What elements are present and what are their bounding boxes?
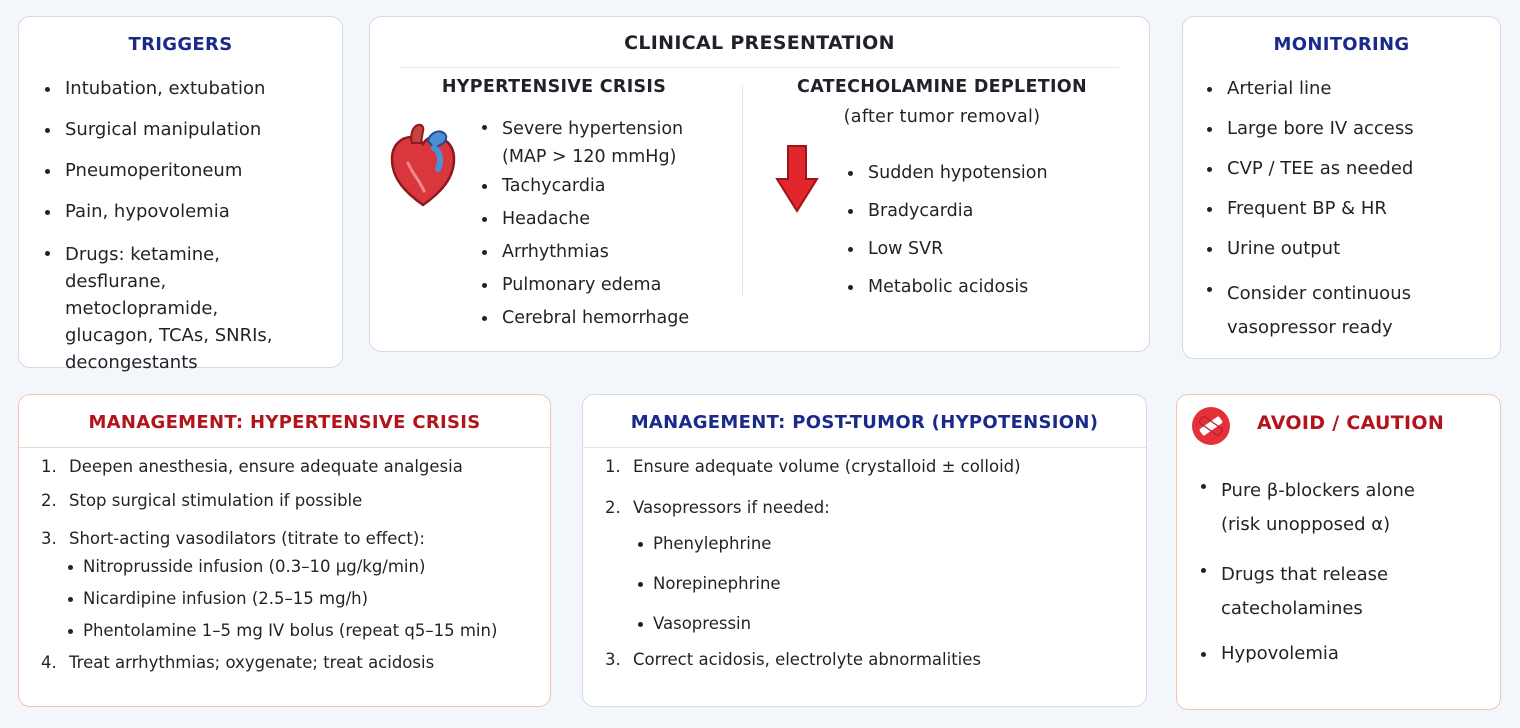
list-item: Large bore IV access: [1203, 117, 1493, 141]
avoid-list: Pure β-blockers alone (risk unopposed α)…: [1197, 474, 1487, 666]
catecholamine-depletion-subtitle: (after tumor removal): [843, 107, 1041, 127]
list-item: Consider continuous vasopressor ready: [1203, 277, 1443, 345]
list-item: Phentolamine 1–5 mg IV bolus (repeat q5–…: [63, 620, 546, 642]
management-crisis-panel: MANAGEMENT: HYPERTENSIVE CRISIS 1. Deepe…: [18, 394, 551, 707]
list-item: Urine output: [1203, 237, 1493, 261]
list-item: 1. Deepen anesthesia, ensure adequate an…: [41, 456, 546, 478]
triggers-title: TRIGGERS: [128, 34, 233, 55]
step-number: 3.: [41, 529, 57, 548]
list-item: 1. Ensure adequate volume (crystalloid ±…: [605, 456, 1135, 478]
triggers-panel: TRIGGERS Intubation, extubation Surgical…: [18, 16, 343, 373]
step-number: 2.: [605, 498, 621, 517]
management-crisis-steps: 1. Deepen anesthesia, ensure adequate an…: [41, 456, 546, 674]
step-text: Deepen anesthesia, ensure adequate analg…: [69, 457, 463, 476]
step-text: Ensure adequate volume (crystalloid ± co…: [633, 457, 1021, 476]
list-item: CVP / TEE as needed: [1203, 157, 1493, 181]
vasopressor-list: Phenylephrine Norepinephrine Vasopressin: [633, 533, 1135, 635]
list-item: Metabolic acidosis: [844, 275, 1104, 299]
list-item: Drugs that release catecholamines: [1197, 558, 1427, 626]
monitoring-panel: MONITORING Arterial line Large bore IV a…: [1182, 16, 1501, 359]
list-item: Pneumoperitoneum: [41, 159, 331, 183]
list-item: 3. Short-acting vasodilators (titrate to…: [41, 528, 546, 642]
list-item: Pure β-blockers alone (risk unopposed α): [1197, 474, 1447, 542]
divider: [19, 447, 550, 448]
list-item: Pulmonary edema: [478, 273, 708, 297]
list-item: 3. Correct acidosis, electrolyte abnorma…: [605, 649, 1135, 671]
heart-icon: [390, 123, 456, 207]
step-text: Stop surgical stimulation if possible: [69, 491, 363, 510]
divider: [400, 67, 1119, 68]
list-item: Pain, hypovolemia: [41, 200, 331, 224]
catecholamine-depletion-list: Sudden hypotension Bradycardia Low SVR M…: [844, 161, 1104, 299]
list-item: Cerebral hemorrhage: [478, 306, 708, 330]
clinical-title: CLINICAL PRESENTATION: [624, 32, 895, 54]
step-text: Treat arrhythmias; oxygenate; treat acid…: [69, 653, 435, 672]
step-text: Short-acting vasodilators (titrate to ef…: [69, 529, 425, 548]
list-item: 4. Treat arrhythmias; oxygenate; treat a…: [41, 652, 546, 674]
avoid-panel: AVOID / CAUTION Pure β-blockers alone (r…: [1176, 394, 1501, 710]
list-item: Intubation, extubation: [41, 77, 331, 101]
list-item: Surgical manipulation: [41, 118, 331, 142]
list-item: Phenylephrine: [633, 533, 1135, 555]
list-item: Sudden hypotension: [844, 161, 1104, 185]
prohibited-icon: [1192, 407, 1230, 445]
management-crisis-title: MANAGEMENT: HYPERTENSIVE CRISIS: [88, 412, 481, 433]
list-item: Headache: [478, 207, 708, 231]
divider: [742, 85, 743, 295]
vasodilator-list: Nitroprusside infusion (0.3–10 μg/kg/min…: [63, 556, 546, 642]
list-item: Vasopressin: [633, 613, 1135, 635]
hypertensive-crisis-title: HYPERTENSIVE CRISIS: [441, 77, 667, 97]
hypertensive-crisis-list: Severe hypertension (MAP > 120 mmHg) Tac…: [478, 115, 708, 330]
management-post-tumor-steps: 1. Ensure adequate volume (crystalloid ±…: [605, 456, 1135, 671]
list-item: Nicardipine infusion (2.5–15 mg/h): [63, 588, 546, 610]
monitoring-list: Arterial line Large bore IV access CVP /…: [1203, 77, 1493, 345]
management-post-tumor-title: MANAGEMENT: POST-TUMOR (HYPOTENSION): [630, 412, 1099, 433]
list-item: 2. Vasopressors if needed: Phenylephrine…: [605, 497, 1135, 635]
step-number: 1.: [41, 457, 57, 476]
list-item: Hypovolemia: [1197, 642, 1487, 666]
list-item: Severe hypertension (MAP > 120 mmHg): [478, 115, 708, 171]
arrow-down-icon: [775, 145, 819, 213]
list-item: Bradycardia: [844, 199, 1104, 223]
step-text: Correct acidosis, electrolyte abnormalit…: [633, 650, 982, 669]
management-post-tumor-panel: MANAGEMENT: POST-TUMOR (HYPOTENSION) 1. …: [582, 394, 1147, 707]
catecholamine-depletion-title: CATECHOLAMINE DEPLETION: [797, 77, 1087, 97]
clinical-panel: CLINICAL PRESENTATION HYPERTENSIVE CRISI…: [369, 16, 1150, 352]
list-item: Drugs: ketamine, desflurane, metoclopram…: [41, 241, 311, 376]
list-item: Frequent BP & HR: [1203, 197, 1493, 221]
list-item: Norepinephrine: [633, 573, 1135, 595]
step-number: 3.: [605, 650, 621, 669]
list-item: Arterial line: [1203, 77, 1493, 101]
avoid-title: AVOID / CAUTION: [1257, 412, 1445, 434]
list-item: Tachycardia: [478, 174, 708, 198]
step-text: Vasopressors if needed:: [633, 498, 830, 517]
triggers-list: Intubation, extubation Surgical manipula…: [41, 77, 331, 376]
list-item: Nitroprusside infusion (0.3–10 μg/kg/min…: [63, 556, 546, 578]
step-number: 2.: [41, 491, 57, 510]
step-number: 4.: [41, 653, 57, 672]
list-item: 2. Stop surgical stimulation if possible: [41, 490, 546, 512]
monitoring-title: MONITORING: [1273, 34, 1410, 55]
list-item: Low SVR: [844, 237, 1104, 261]
list-item: Arrhythmias: [478, 240, 708, 264]
step-number: 1.: [605, 457, 621, 476]
divider: [583, 447, 1146, 448]
